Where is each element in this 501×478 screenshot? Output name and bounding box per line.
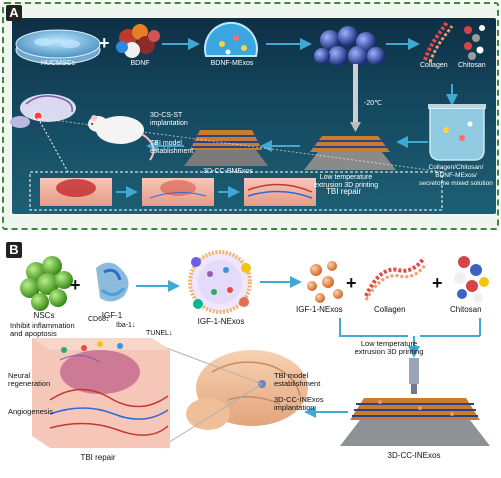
label-tbi-model-b: TBI model establishment [274,371,321,388]
tissue-block-b [32,338,170,448]
label-chitosan-a: Chitosan [458,62,486,69]
bdnf-mexos-vesicle-icon [204,21,258,57]
zoom-line-b1 [155,343,263,385]
label-low-temp-printing-a: Low temperature extrusion 3D printing [313,174,379,189]
panel-a-label: A [6,5,22,21]
plus-sign-a: + [99,33,110,53]
scaffold-a-icon [184,130,268,166]
label-tbi-repair-b: TBI repair [80,453,116,462]
panel-b-label: B [6,242,22,258]
microsphere-cluster-icon [314,26,385,66]
label-chitosan-b: Chitosan [450,305,482,314]
zoom-line-a1 [37,117,69,173]
plus-sign-b3: + [432,273,443,293]
label-igf1-nexos-vesicle: IGF-1-NExos [197,317,245,326]
tissue-block-a1 [40,178,112,206]
label-igf1-nexos: IGF-1-NExos [296,305,343,314]
plus-sign-b2: + [346,273,357,293]
label-temperature: -20℃ [364,100,382,107]
brain-a-icon [10,94,76,128]
label-collagen-b: Collagen [374,305,406,314]
igf1-protein-icon [96,262,129,302]
label-bdnf: BDNF [130,60,150,67]
nscs-cluster-icon [20,256,73,311]
label-cd68: CD68↓ [88,316,110,323]
label-implantation-b: 3D-CC-INExos implantation [274,395,324,412]
label-implantation-a: 3D-CS-ST implantation [150,112,188,127]
label-scaffold-b: 3D-CC-INExos [387,451,441,460]
bdnf-protein-icon [116,24,160,58]
label-tbi-repair-a: TBI repair [326,187,362,196]
tissue-block-a3 [244,178,316,206]
tbi-repair-box-a [29,171,443,211]
plus-sign-b1: + [70,275,81,295]
beaker-icon [428,104,486,161]
label-bdnf-mexos: BDNF-MExos [210,60,254,67]
igf1-nexos-vesicle-icon [188,250,252,314]
zoom-line-a2 [37,117,445,173]
printing-scaffold-b-icon [340,358,490,446]
igf1-nexos-spheres-icon [307,261,343,303]
label-tbi-model-a: TBI model establishment [150,140,194,155]
rat-icon [88,115,155,161]
petri-dish-icon [15,29,101,65]
label-low-temp-printing-b: Low temperature extrusion 3D printing [354,339,424,356]
label-collagen-a: Collagen [420,62,448,69]
label-inhibit: Inhibit inflammation and apoptosis [10,321,75,338]
chitosan-b-icon [454,256,489,303]
label-iba1: Iba-1↓ [116,322,136,329]
collagen-b-icon [364,256,428,301]
collagen-strand-icon [423,20,454,63]
tissue-block-a2 [142,178,214,206]
brain-b-icon [186,350,308,430]
label-neural-regeneration: Neural regeneration [8,371,51,388]
label-igf1: IGF-1 [101,311,123,320]
label-hucmscs: HUCMSCs [40,60,76,67]
printing-scaffold-a-icon [304,64,396,170]
label-nscs: NSCs [33,311,55,320]
label-angiogenesis: Angiogenesis [8,407,54,416]
label-tunel: TUNEL↓ [146,330,173,337]
chitosan-molecule-icon [464,25,485,60]
arrow-b3-line [339,318,408,337]
label-mixed-solution: Collagen/Chitosan/ BDNF-MExos/ secretome… [419,164,493,187]
label-scaffold-a: 3D-CC-BMExos [203,168,253,175]
zoom-line-b2 [159,383,263,449]
